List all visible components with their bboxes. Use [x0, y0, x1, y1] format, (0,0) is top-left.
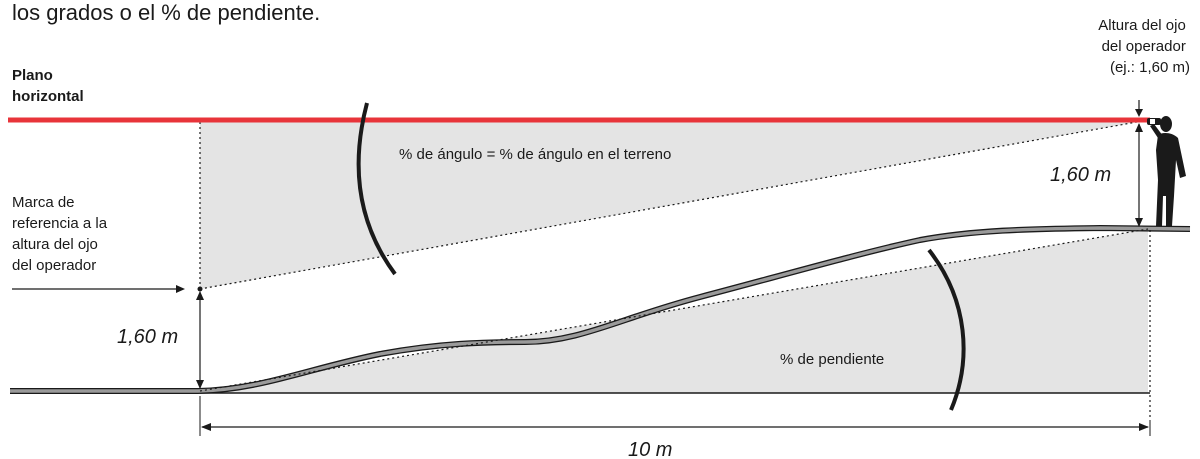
reference-arrow-head: [176, 285, 185, 293]
right-height-label: 1,60 m: [1050, 164, 1111, 186]
distance-arrow-left: [201, 423, 211, 431]
right-height-arrow-bottom: [1135, 218, 1143, 227]
left-height-arrow-bottom: [196, 380, 204, 389]
operator-eye-height-label: Altura del ojo del operador (ej.: 1,60 m…: [1098, 17, 1190, 76]
sight-line-lower: [199, 228, 1149, 392]
sight-line-upper: [199, 119, 1149, 290]
horizontal-plane-label: Plano horizontal: [12, 67, 84, 105]
reference-mark-label: Marca de referencia a la altura del ojo …: [12, 194, 111, 274]
cut-off-caption: los grados o el % de pendiente.: [12, 0, 320, 25]
angle-arc-lower: [927, 248, 966, 411]
left-height-label: 1,60 m: [117, 326, 178, 348]
distance-label: 10 m: [628, 439, 672, 459]
left-height-arrow-top: [196, 291, 204, 300]
operator-silhouette-icon: [1147, 116, 1186, 226]
terrain-profile-fill: [10, 226, 1191, 393]
slope-label: % de pendiente: [780, 351, 884, 368]
angle-arc-upper: [356, 102, 397, 276]
right-height-arrow-top: [1135, 123, 1143, 132]
angle-label: % de ángulo = % de ángulo en el terreno: [399, 146, 671, 163]
distance-arrow-right: [1139, 423, 1149, 431]
eye-height-pointer-head: [1135, 109, 1143, 117]
reference-mark-dot: [197, 286, 203, 292]
